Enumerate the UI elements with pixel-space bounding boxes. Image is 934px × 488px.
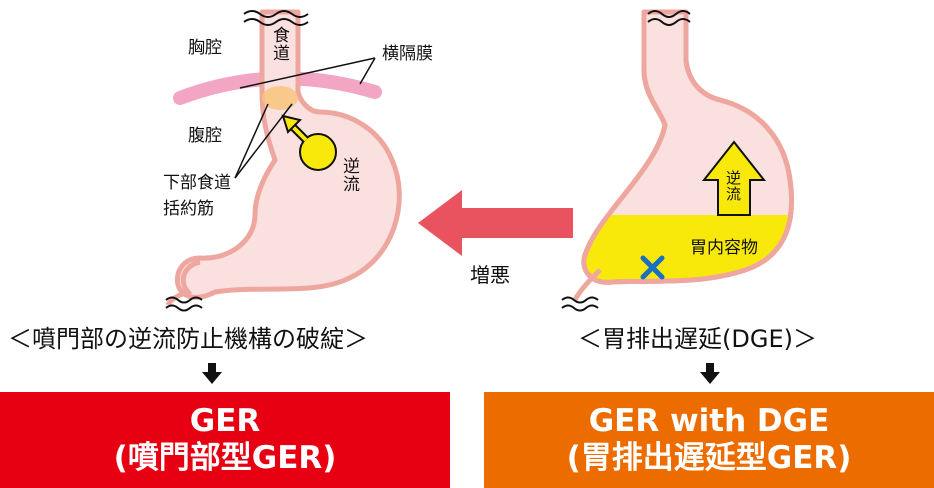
x-mark-icon bbox=[640, 255, 665, 280]
label-reflux-left: 逆流 bbox=[339, 157, 359, 193]
reflux-arrow-shaft-inner bbox=[290, 124, 308, 142]
right-stomach bbox=[561, 9, 795, 312]
right-wave-top-1 bbox=[647, 10, 691, 18]
left-wave-top-1 bbox=[243, 10, 309, 18]
left-wave-top-2 bbox=[243, 18, 309, 26]
leader-diaphragm-2 bbox=[359, 57, 376, 85]
label-les-line2: 括約筋 bbox=[163, 199, 214, 219]
label-les-line1: 下部食道 bbox=[163, 173, 231, 193]
left-stomach bbox=[165, 9, 402, 312]
lower-esophageal-sphincter bbox=[262, 86, 298, 110]
leader-sphincter-1 bbox=[234, 103, 269, 179]
left-wave-bottom-1 bbox=[165, 296, 203, 304]
worsening-arrow bbox=[418, 190, 573, 256]
label-diaphragm: 横隔膜 bbox=[382, 44, 433, 64]
panel-ger-dge-title: GER with DGE bbox=[588, 402, 830, 439]
label-reflux-right: 逆流 bbox=[724, 170, 742, 202]
label-abdominal-cavity: 腹腔 bbox=[188, 126, 222, 146]
right-stomach-outline bbox=[581, 9, 795, 285]
label-thoracic-cavity: 胸腔 bbox=[188, 38, 222, 58]
reflux-arrow-head bbox=[281, 114, 302, 134]
panel-ger-subtitle: (噴門部型GER) bbox=[113, 440, 337, 476]
leader-diaphragm-1 bbox=[239, 57, 376, 89]
label-gastric-contents: 胃内容物 bbox=[690, 238, 758, 258]
left-caption: ＜噴門部の逆流防止機構の破綻＞ bbox=[8, 325, 368, 353]
right-caption: ＜胃排出遅延(DGE)＞ bbox=[578, 325, 817, 353]
panel-ger-title: GER bbox=[189, 402, 261, 439]
leader-sphincter-2 bbox=[234, 103, 293, 179]
right-wave-bottom-1 bbox=[561, 296, 599, 304]
reflux-ball bbox=[299, 133, 337, 171]
right-wave-top-2 bbox=[647, 18, 691, 26]
panel-ger: GER (噴門部型GER) bbox=[0, 392, 450, 488]
left-duodenum bbox=[165, 259, 201, 307]
label-worsening: 増悪 bbox=[470, 263, 510, 287]
right-down-arrow bbox=[700, 363, 720, 384]
label-esophagus: 食道 bbox=[269, 26, 289, 62]
left-down-arrow bbox=[202, 363, 222, 384]
left-wave-bottom-2 bbox=[165, 304, 203, 312]
right-duodenum bbox=[572, 268, 602, 302]
panel-ger-dge-subtitle: (胃排出遅延型GER) bbox=[566, 440, 852, 476]
left-stomach-body bbox=[174, 9, 402, 300]
panel-ger-dge: GER with DGE (胃排出遅延型GER) bbox=[484, 392, 934, 488]
reflux-up-arrow bbox=[701, 140, 767, 216]
right-wave-bottom-2 bbox=[561, 304, 599, 312]
